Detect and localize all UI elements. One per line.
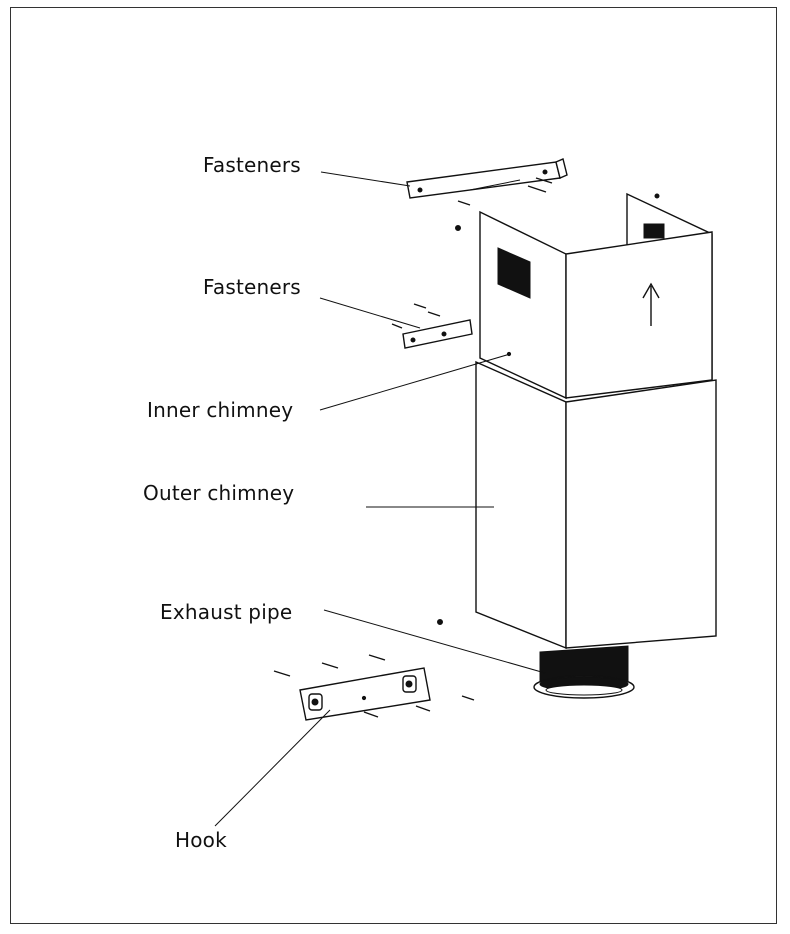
- inner-chimney-right-face: [565, 231, 713, 399]
- leader-fasteners-mid: [319, 297, 421, 329]
- outer-chimney-right-face: [565, 379, 717, 649]
- outer-chimney: [475, 360, 717, 650]
- mid-fastener-bracket: [391, 303, 473, 349]
- label-outer-chimney: Outer chimney: [143, 481, 295, 505]
- label-hook: Hook: [175, 828, 227, 852]
- label-fasteners-top: Fasteners: [203, 153, 301, 177]
- label-inner-chimney: Inner chimney: [147, 398, 294, 422]
- hook-plate: [299, 667, 431, 721]
- exhaust-pipe: [533, 645, 635, 699]
- outer-chimney-left-face: [475, 360, 567, 650]
- up-arrow-icon: [642, 282, 660, 326]
- top-screws: [455, 177, 553, 231]
- leader-hook: [214, 709, 331, 827]
- inner-chimney: [479, 192, 713, 400]
- leader-fasteners-top: [320, 171, 411, 187]
- leader-exhaust-pipe: [323, 609, 546, 674]
- label-fasteners-mid: Fasteners: [203, 275, 301, 299]
- leader-lines: [214, 171, 546, 827]
- top-fastener-bracket: [406, 158, 568, 231]
- top-bracket-plate: [406, 161, 561, 199]
- inner-chimney-vent: [497, 247, 531, 299]
- inner-chimney-back-vent: [643, 223, 665, 239]
- label-exhaust-pipe: Exhaust pipe: [160, 600, 293, 624]
- mid-bracket-plate: [402, 319, 473, 349]
- diagram-frame: [10, 7, 777, 924]
- hook-bracket: [273, 619, 475, 721]
- leader-inner-chimney: [319, 353, 511, 411]
